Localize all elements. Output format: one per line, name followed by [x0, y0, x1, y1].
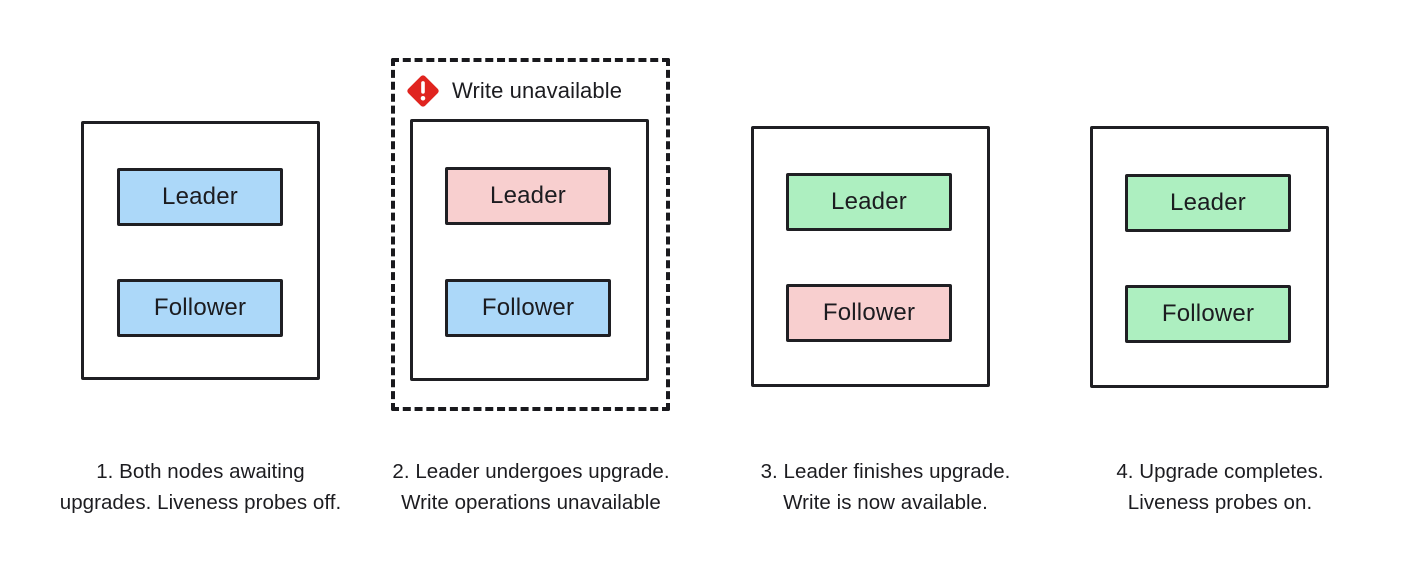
caption-line: Liveness probes on. [1127, 491, 1313, 514]
node-follower-4: Follower [1125, 285, 1291, 343]
node-label: Leader [831, 188, 907, 215]
node-leader-2: Leader [445, 167, 611, 225]
caption-line: 2. Leader undergoes upgrade. [392, 460, 670, 483]
node-container-4 [1090, 126, 1329, 388]
caption-4: 4. Upgrade completes. Liveness probes on… [1055, 456, 1385, 518]
alert-label-2: Write unavailable [452, 78, 623, 103]
caption-3: 3. Leader finishes upgrade. Write is now… [718, 456, 1053, 518]
node-label: Follower [1161, 300, 1255, 327]
node-label: Follower [822, 299, 916, 326]
warning-diamond-icon [407, 75, 439, 107]
alert-header-2: Write unavailable [404, 72, 622, 110]
node-container-3 [751, 126, 990, 387]
caption-line: Write operations unavailable [401, 491, 661, 514]
write-unavailable-alert-region [391, 58, 670, 411]
caption-line: 3. Leader finishes upgrade. [760, 460, 1011, 483]
node-label: Leader [490, 182, 566, 209]
node-label: Leader [1170, 189, 1246, 216]
node-container-1 [81, 121, 320, 380]
node-follower-3: Follower [786, 284, 952, 342]
caption-line: 4. Upgrade completes. [1116, 460, 1324, 483]
node-label: Leader [162, 183, 238, 210]
node-container-2 [410, 119, 649, 381]
node-leader-3: Leader [786, 173, 952, 231]
node-label: Follower [481, 294, 575, 321]
caption-line: Write is now available. [783, 491, 988, 514]
node-follower-2: Follower [445, 279, 611, 337]
node-leader-1: Leader [117, 168, 283, 226]
node-label: Follower [153, 294, 247, 321]
node-leader-4: Leader [1125, 174, 1291, 232]
caption-line: 1. Both nodes awaiting [96, 460, 305, 483]
caption-1: 1. Both nodes awaiting upgrades. Livenes… [8, 456, 393, 518]
caption-2: 2. Leader undergoes upgrade. Write opera… [355, 456, 707, 518]
caption-line: upgrades. Liveness probes off. [59, 491, 342, 514]
node-follower-1: Follower [117, 279, 283, 337]
